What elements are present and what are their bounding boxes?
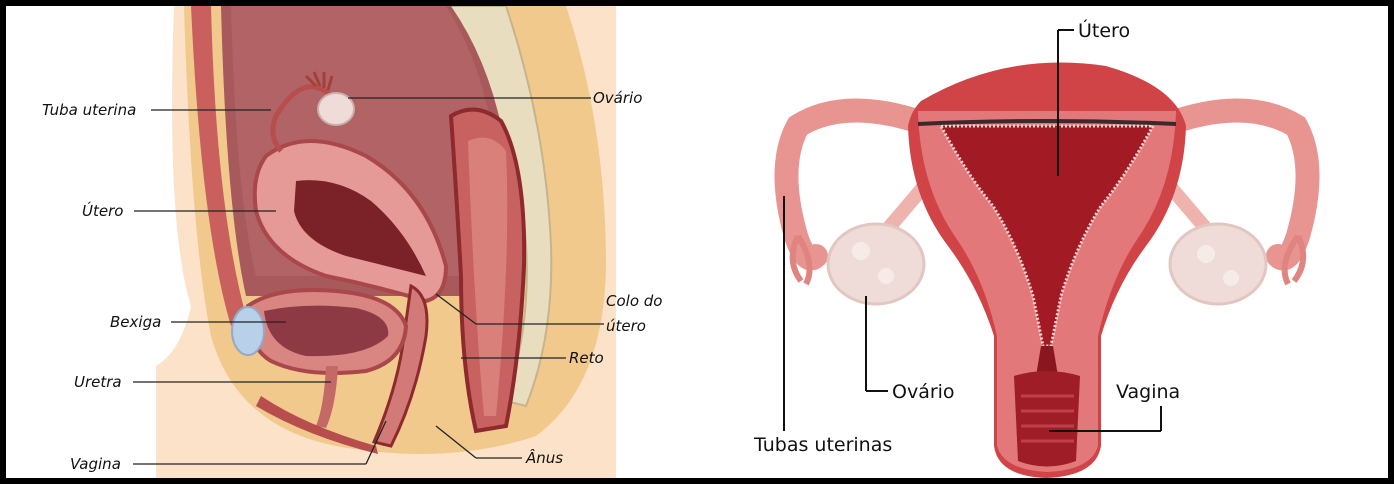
label-anus: Ânus: [526, 449, 563, 467]
label-tuba-uterina: Tuba uterina: [42, 101, 136, 119]
label-vagina: Vagina: [70, 455, 121, 473]
frontal-illustration: [706, 6, 1388, 478]
frontal-view-diagram: Útero Ovário Vagina Tubas uterinas: [706, 6, 1388, 478]
label-uretra: Uretra: [74, 373, 122, 391]
image-frame: Tuba uterina Ovário Útero Bexiga Colo do…: [6, 6, 1388, 478]
sagittal-illustration: [6, 6, 696, 478]
label-utero: Útero: [1078, 20, 1130, 42]
label-reto: Reto: [569, 349, 604, 367]
label-vagina: Vagina: [1116, 381, 1180, 403]
label-colo-do-line1: Colo do: [606, 292, 662, 310]
label-utero: Útero: [82, 202, 123, 220]
label-tubas-uterinas: Tubas uterinas: [754, 434, 892, 456]
label-bexiga: Bexiga: [110, 313, 161, 331]
label-ovario: Ovário: [892, 381, 955, 403]
sagittal-section-diagram: Tuba uterina Ovário Útero Bexiga Colo do…: [6, 6, 696, 478]
label-ovario: Ovário: [593, 89, 642, 107]
label-colo-do-line2: útero: [606, 317, 646, 335]
